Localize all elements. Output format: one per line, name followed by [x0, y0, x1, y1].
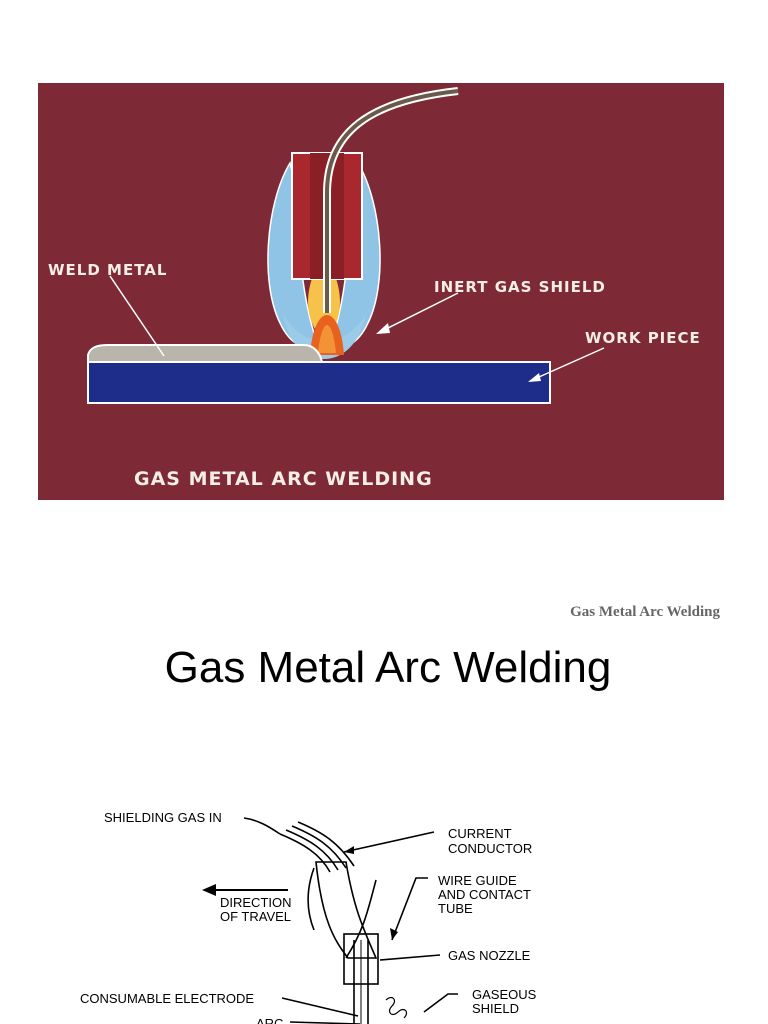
label-current-2: CONDUCTOR	[448, 841, 532, 856]
label-wire-guide-2: AND CONTACT	[438, 887, 531, 902]
leader-work-piece	[529, 347, 605, 382]
label-weld-metal: WELD METAL	[48, 261, 167, 279]
torch-body	[315, 861, 378, 959]
slide1-title: GAS METAL ARC WELDING	[134, 468, 433, 490]
gas-curls	[385, 996, 408, 1019]
label-direction-1: DIRECTION	[220, 895, 292, 910]
label-current-1: CURRENT	[448, 826, 512, 841]
slide2-title: Gas Metal Arc Welding	[165, 643, 612, 692]
direction-arrowhead	[202, 884, 216, 896]
label-shielding-gas-in: SHIELDING GAS IN	[104, 810, 222, 825]
leader-wire-guide	[391, 877, 428, 941]
label-gas-nozzle: GAS NOZZLE	[448, 948, 531, 963]
leader-electrode	[281, 997, 359, 1017]
leader-gaseous-shield	[423, 993, 458, 1013]
cable-1	[279, 833, 331, 873]
label-gaseous-1: GASEOUS	[472, 987, 537, 1002]
leader-gas-shield	[377, 292, 459, 334]
label-wire-guide-1: WIRE GUIDE	[438, 873, 517, 888]
gmaw-color-diagram-svg: WELD METAL INERT GAS SHIELD WORK PIECE G…	[38, 83, 724, 500]
page-caption: Gas Metal Arc Welding	[570, 604, 720, 620]
leader-gas-nozzle	[379, 954, 441, 961]
gmaw-line-diagram-svg: Gas Metal Arc Welding SHIELDING GAS IN C…	[80, 643, 612, 1024]
label-arc: ARC	[256, 1016, 283, 1024]
label-work-piece: WORK PIECE	[585, 329, 701, 347]
weld-bead	[87, 344, 324, 363]
torch-neck	[307, 867, 377, 959]
label-direction-2: OF TRAVEL	[220, 909, 291, 924]
gmaw-line-diagram: Gas Metal Arc Welding SHIELDING GAS IN C…	[68, 640, 708, 1024]
leader-weld-metal	[109, 275, 165, 357]
work-piece	[87, 361, 551, 404]
label-gaseous-2: SHIELD	[472, 1001, 519, 1016]
label-inert-gas-shield: INERT GAS SHIELD	[434, 278, 606, 296]
gmaw-color-diagram: WELD METAL INERT GAS SHIELD WORK PIECE G…	[38, 83, 724, 500]
label-wire-guide-3: TUBE	[438, 901, 473, 916]
leader-shielding-gas	[243, 817, 281, 835]
leader-current-conductor	[343, 831, 435, 853]
label-consumable-electrode: CONSUMABLE ELECTRODE	[80, 991, 254, 1006]
contact-tube	[353, 940, 369, 1024]
slide-background	[38, 83, 724, 500]
